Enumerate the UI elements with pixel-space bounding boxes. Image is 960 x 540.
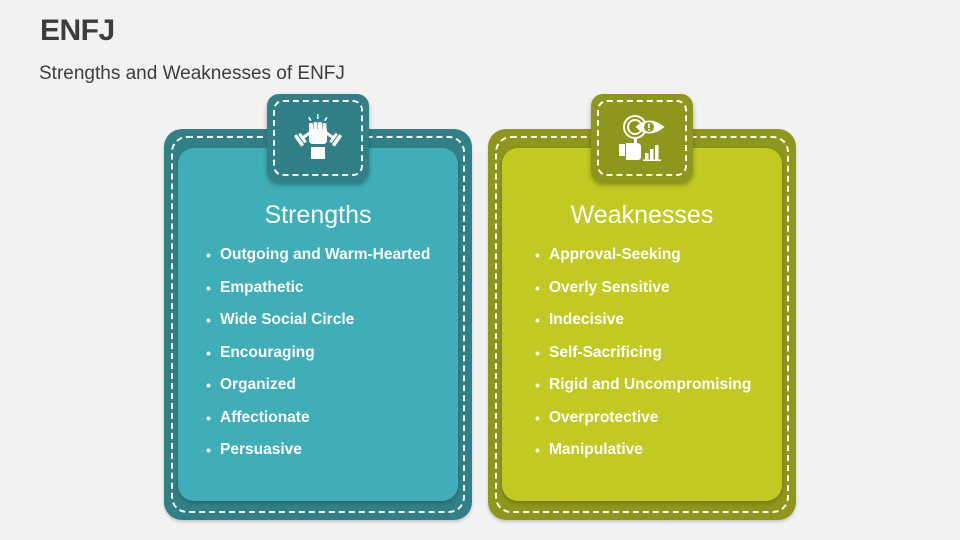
list-item: •Self-Sacrificing [535, 343, 662, 361]
strengths-panel: Strengths •Outgoing and Warm-Hearted •Em… [178, 148, 458, 501]
strengths-icon-badge [267, 94, 369, 182]
list-item: •Overprotective [535, 408, 659, 426]
slide-title: ENFJ [40, 14, 115, 47]
weaknesses-icon-badge [591, 94, 693, 182]
list-item: •Affectionate [206, 408, 310, 426]
list-item: •Wide Social Circle [206, 311, 355, 328]
weaknesses-card: Weaknesses •Approval-Seeking •Overly Sen… [488, 129, 796, 520]
weaknesses-list: •Approval-Seeking •Overly Sensitive •Ind… [535, 245, 751, 473]
strengths-title: Strengths [264, 201, 372, 229]
weaknesses-panel: Weaknesses •Approval-Seeking •Overly Sen… [502, 148, 782, 501]
list-item: •Empathetic [206, 278, 304, 296]
badge-stitch-border [273, 100, 363, 176]
list-item: •Encouraging [206, 343, 315, 361]
magnifier-eye-chart-icon [619, 115, 665, 161]
list-item: •Approval-Seeking [535, 246, 681, 263]
fist-dumbbell-icon [294, 114, 342, 159]
strengths-list: •Outgoing and Warm-Hearted •Empathetic •… [206, 245, 430, 473]
list-item: •Overly Sensitive [535, 278, 670, 296]
list-item: •Rigid and Uncompromising [535, 376, 752, 393]
list-item: •Manipulative [535, 441, 643, 458]
list-item: •Persuasive [206, 441, 302, 458]
list-item: •Outgoing and Warm-Hearted [206, 246, 431, 263]
strengths-card: Strengths •Outgoing and Warm-Hearted •Em… [164, 129, 472, 520]
list-item: •Indecisive [535, 311, 624, 328]
list-item: •Organized [206, 376, 296, 393]
badge-stitch-border [597, 100, 687, 176]
weaknesses-title: Weaknesses [570, 201, 714, 229]
slide-subtitle: Strengths and Weaknesses of ENFJ [39, 63, 345, 84]
